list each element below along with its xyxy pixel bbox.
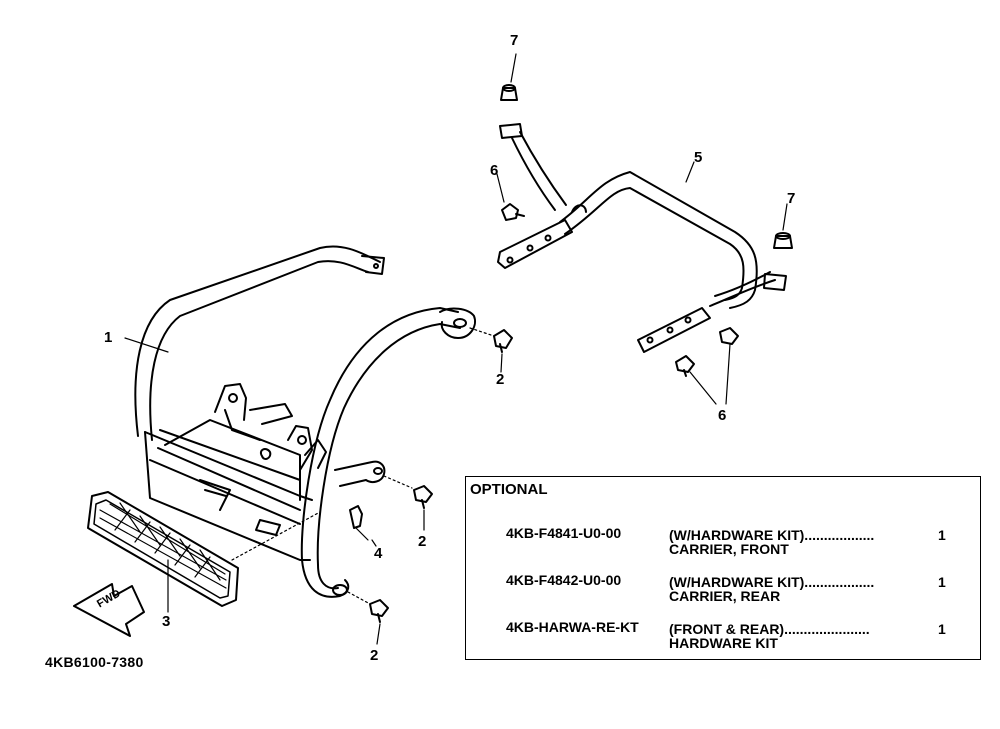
part-description: CARRIER, FRONT [669, 541, 789, 557]
bolt-2-upper [469, 327, 513, 353]
bolt-2-middle [383, 475, 433, 509]
part-quantity: 1 [938, 527, 946, 543]
optional-parts-box: OPTIONAL 4KB-F4841-U0-00 CARRIER, FRONT … [465, 476, 981, 660]
callout-2-lower: 2 [370, 647, 379, 664]
callout-2-upper: 2 [496, 371, 505, 388]
callout-2-middle: 2 [418, 533, 427, 550]
cap-7-right [773, 232, 793, 249]
part-description-note: (W/HARDWARE KIT).................. [669, 527, 875, 543]
front-guard-plate [87, 491, 239, 607]
part-description: CARRIER, REAR [669, 588, 781, 604]
callout-7-right: 7 [787, 190, 796, 207]
bolt-6-right-b [675, 355, 695, 377]
front-carrier-frame [134, 245, 476, 598]
optional-item: 4KB-F4842-U0-00 CARRIER, REAR (W/HARDWAR… [466, 556, 976, 604]
part-number: 4KB-F4842-U0-00 [506, 572, 622, 588]
callout-7-upper: 7 [510, 32, 519, 49]
rear-carrier-frame [497, 123, 787, 353]
part-description-note: (FRONT & REAR)...................... [669, 621, 870, 637]
fwd-arrow [73, 583, 145, 637]
bolt-6-right-a [719, 327, 739, 345]
bolt-2-lower [347, 591, 389, 623]
bolt-6-left [501, 203, 525, 221]
optional-item: 4KB-F4841-U0-00 CARRIER, FRONT (W/HARDWA… [466, 509, 976, 557]
callout-6-left: 6 [490, 162, 499, 179]
cap-7-upper [500, 84, 518, 101]
part-description-note: (W/HARDWARE KIT).................. [669, 574, 875, 590]
callout-1: 1 [104, 329, 113, 346]
part-number: 4KB-HARWA-RE-KT [506, 619, 639, 635]
optional-item: 4KB-HARWA-RE-KT HARDWARE KIT (FRONT & RE… [466, 603, 976, 651]
callout-4: 4 [374, 545, 383, 562]
callout-6-right: 6 [718, 407, 727, 424]
callout-5: 5 [694, 149, 703, 166]
part-number: 4KB-F4841-U0-00 [506, 525, 622, 541]
drawing-number: 4KB6100-7380 [45, 654, 144, 670]
leader-lines [124, 53, 788, 645]
callout-3: 3 [162, 613, 171, 630]
part-quantity: 1 [938, 621, 946, 637]
part-quantity: 1 [938, 574, 946, 590]
screw-4 [349, 505, 369, 541]
optional-title: OPTIONAL [470, 481, 548, 498]
part-description: HARDWARE KIT [669, 635, 778, 651]
